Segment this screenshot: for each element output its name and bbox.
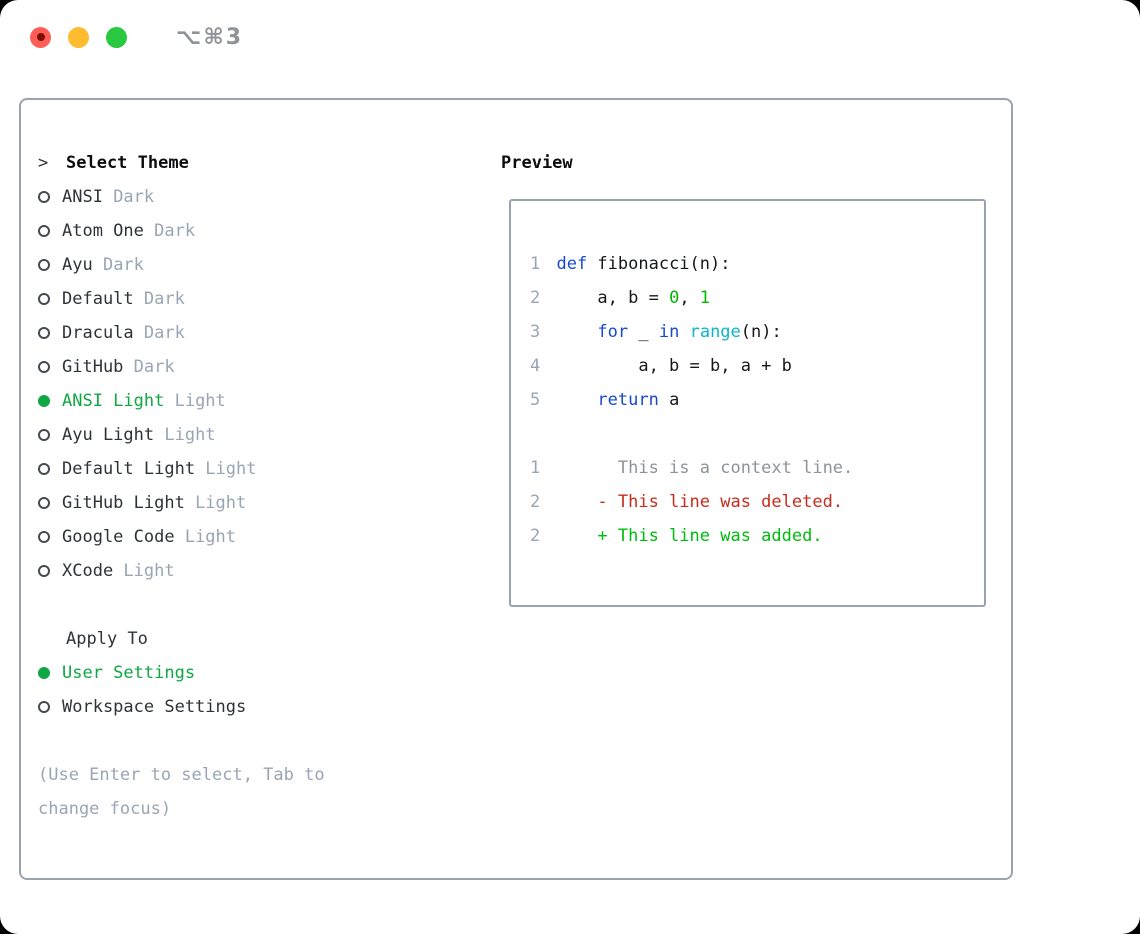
line-number: 5 — [530, 390, 541, 410]
radio-icon[interactable] — [38, 531, 50, 543]
option-label: ANSI Dark — [62, 187, 155, 207]
radio-icon[interactable] — [38, 429, 50, 441]
line-number: 4 — [530, 356, 541, 376]
theme-option-github[interactable]: GitHub Dark — [38, 350, 501, 384]
line-number: 2 — [530, 492, 541, 512]
apply-option-user-settings[interactable]: User Settings — [38, 656, 501, 690]
radio-icon[interactable] — [38, 361, 50, 373]
theme-option-atom-one[interactable]: Atom One Dark — [38, 214, 501, 248]
code-line-content: + This line was added. — [556, 526, 823, 546]
theme-option-ansi-light[interactable]: ANSI Light Light — [38, 384, 501, 418]
code-line: 3 for _ in range(n): — [530, 315, 984, 349]
theme-option-ayu-light[interactable]: Ayu Light Light — [38, 418, 501, 452]
apply-to-heading-label: Apply To — [66, 629, 148, 649]
radio-icon[interactable] — [38, 327, 50, 339]
spacer — [38, 724, 501, 758]
line-number: 3 — [530, 322, 541, 342]
option-label: Default Light Light — [62, 459, 257, 479]
apply-to-heading: Apply To — [38, 622, 501, 656]
code-line — [530, 417, 984, 451]
hint-line: (Use Enter to select, Tab to — [38, 765, 325, 785]
line-number — [530, 417, 550, 451]
theme-option-dracula[interactable]: Dracula Dark — [38, 316, 501, 350]
zoom-button[interactable] — [106, 26, 127, 48]
option-label: ANSI Light Light — [62, 391, 226, 411]
option-label: User Settings — [62, 663, 196, 683]
theme-option-google-code[interactable]: Google Code Light — [38, 520, 501, 554]
option-label: XCode Light — [62, 561, 175, 581]
code-line: 5 return a — [530, 383, 984, 417]
option-label: Atom One Dark — [62, 221, 196, 241]
radio-icon[interactable] — [38, 463, 50, 475]
code-line: 1 def fibonacci(n): — [530, 247, 984, 281]
radio-icon[interactable] — [38, 225, 50, 237]
line-number: 2 — [530, 526, 541, 546]
code-line-content: a, b = b, a + b — [556, 356, 792, 376]
option-label: Workspace Settings — [62, 697, 247, 717]
code-line: 2 a, b = 0, 1 — [530, 281, 984, 315]
line-number: 1 — [530, 254, 541, 274]
code-line-content: a, b = 0, 1 — [556, 288, 711, 308]
theme-option-github-light[interactable]: GitHub Light Light — [38, 486, 501, 520]
theme-option-default[interactable]: Default Dark — [38, 282, 501, 316]
radio-icon[interactable] — [38, 293, 50, 305]
line-number: 1 — [530, 458, 541, 478]
select-theme-heading: > Select Theme — [38, 146, 501, 180]
code-line: 4 a, b = b, a + b — [530, 349, 984, 383]
spacer — [38, 588, 501, 622]
radio-selected-icon[interactable] — [38, 395, 50, 407]
code-line-content: - This line was deleted. — [556, 492, 844, 512]
focus-caret: > — [38, 153, 49, 173]
option-label: GitHub Light Light — [62, 493, 247, 513]
line-number: 2 — [530, 288, 541, 308]
radio-icon[interactable] — [38, 497, 50, 509]
radio-selected-icon[interactable] — [38, 667, 50, 679]
close-button[interactable] — [30, 26, 51, 48]
option-label: Default Dark — [62, 289, 185, 309]
minimize-button[interactable] — [68, 26, 89, 48]
theme-option-ansi[interactable]: ANSI Dark — [38, 180, 501, 214]
option-label: Google Code Light — [62, 527, 237, 547]
radio-icon[interactable] — [38, 191, 50, 203]
theme-option-default-light[interactable]: Default Light Light — [38, 452, 501, 486]
preview-heading: Preview — [501, 153, 573, 173]
select-theme-heading-label: Select Theme — [66, 153, 189, 173]
apply-option-workspace-settings[interactable]: Workspace Settings — [38, 690, 501, 724]
code-line-content: def fibonacci(n): — [556, 254, 731, 274]
option-label: GitHub Dark — [62, 357, 175, 377]
option-label: Dracula Dark — [62, 323, 185, 343]
theme-option-ayu[interactable]: Ayu Dark — [38, 248, 501, 282]
hint-line: change focus) — [38, 799, 172, 819]
titlebar: ⌥⌘3 — [0, 0, 1140, 74]
code-line: 2 + This line was added. — [530, 519, 984, 553]
code-line: 2 - This line was deleted. — [530, 485, 984, 519]
code-line-content: return a — [597, 390, 680, 410]
option-label: Ayu Light Light — [62, 425, 216, 445]
code-line-content: This is a context line. — [556, 458, 854, 478]
radio-icon[interactable] — [38, 259, 50, 271]
radio-icon[interactable] — [38, 565, 50, 577]
window-title-shortcut: ⌥⌘3 — [176, 24, 244, 50]
theme-option-xcode[interactable]: XCode Light — [38, 554, 501, 588]
code-line-content: for _ in range(n): — [597, 322, 782, 342]
radio-icon[interactable] — [38, 701, 50, 713]
code-line: 1 This is a context line. — [530, 451, 984, 485]
keyboard-hint: (Use Enter to select, Tab to change focus… — [38, 758, 501, 826]
option-label: Ayu Dark — [62, 255, 144, 275]
